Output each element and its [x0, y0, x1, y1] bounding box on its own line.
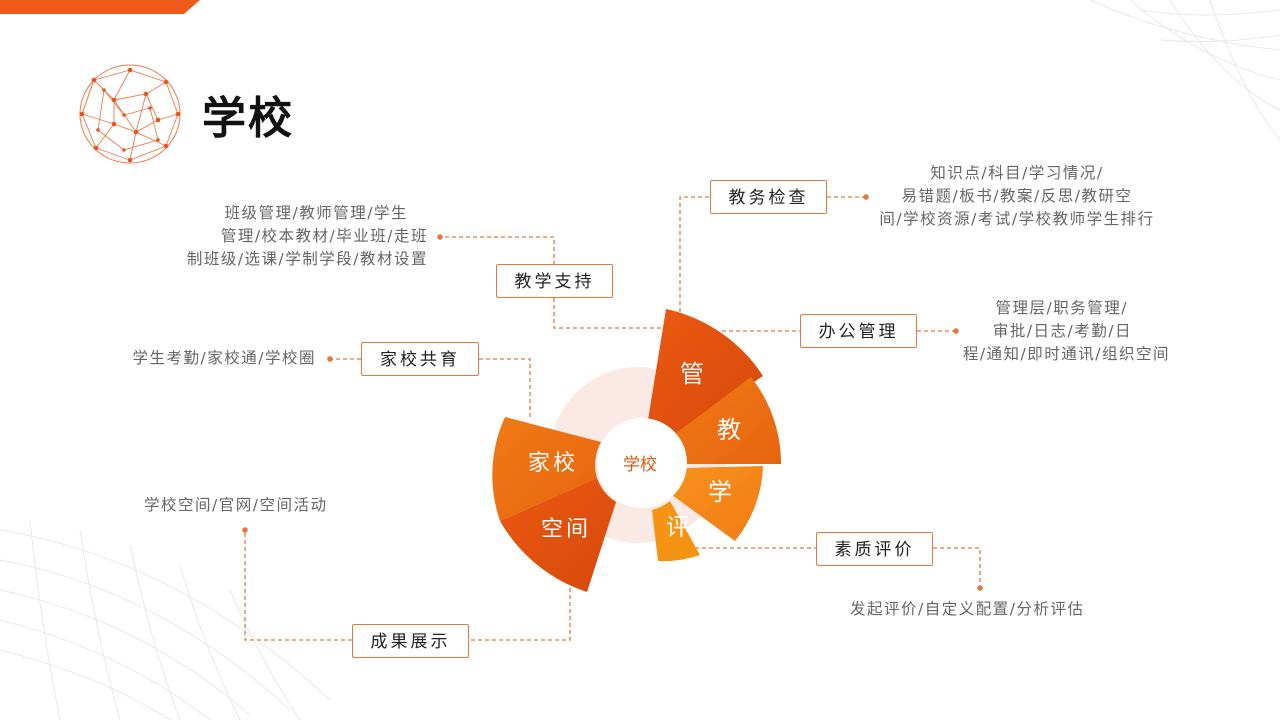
node-jiaoxue-zhichi[interactable]: 教学支持 [496, 264, 613, 298]
desc-jiaoxue-line: 班级管理/教师管理/学生 [224, 204, 408, 222]
node-jiaxiao-gongyu[interactable]: 家校共育 [361, 342, 479, 376]
page-title: 学校 [202, 93, 294, 144]
desc-jiaoxue-line: 制班级/选课/学制学段/教材设置 [186, 250, 428, 268]
petal-label-jiao: 教 [717, 416, 741, 444]
petal-kongjian[interactable] [500, 478, 616, 592]
petal-xue[interactable] [672, 466, 763, 541]
desc-jiaowu-line: 知识点/科目/学习情况/ [930, 164, 1104, 182]
desc-suzhi: 发起评价/自定义配置/分析评估 [850, 598, 1130, 621]
wheel-center [597, 418, 687, 508]
desc-jiaxiao-line: 学生考勤/家校通/学校圈 [132, 349, 316, 367]
desc-jiaxiao: 学生考勤/家校通/学校圈 [100, 347, 316, 370]
petal-ping[interactable] [652, 501, 700, 562]
network-globe-icon [79, 64, 181, 164]
node-bangong-guanli[interactable]: 办公管理 [800, 314, 917, 348]
desc-bangong-line: 程/通知/即时通讯/组织空间 [962, 345, 1170, 363]
desc-bangong-line: 审批/日志/考勤/日 [992, 322, 1132, 340]
desc-jiaoxue-line: 管理/校本教材/毕业班/走班 [220, 227, 428, 245]
desc-bangong-line: 管理层/职务管理/ [995, 299, 1128, 317]
petal-label-jiaxiao: 家校 [528, 451, 578, 476]
desc-bangong: 管理层/职务管理/ 审批/日志/考勤/日 程/通知/即时通讯/组织空间 [930, 297, 1170, 366]
desc-chengguo: 学校空间/官网/空间活动 [144, 494, 384, 517]
petal-label-ping: 评 [666, 513, 690, 541]
node-suzhi-pingjia[interactable]: 素质评价 [816, 532, 933, 566]
petal-label-guan: 管 [680, 360, 704, 388]
petal-guan[interactable] [648, 309, 763, 436]
node-jiaowu-jiancha[interactable]: 教务检查 [710, 180, 827, 214]
desc-jiaoxue: 班级管理/教师管理/学生 管理/校本教材/毕业班/走班 制班级/选课/学制学段/… [150, 202, 428, 271]
desc-suzhi-line: 发起评价/自定义配置/分析评估 [850, 600, 1085, 618]
desc-chengguo-line: 学校空间/官网/空间活动 [144, 496, 328, 514]
node-chengguo-zhanshi[interactable]: 成果展示 [352, 624, 469, 658]
center-label: 学校 [623, 455, 657, 475]
petal-label-xue: 学 [708, 478, 732, 506]
petal-label-kongjian: 空间 [541, 517, 591, 542]
top-accent-bar [0, 0, 200, 14]
desc-jiaowu-line: 易错题/板书/教案/反思/教研空 [901, 187, 1133, 205]
petal-jiao[interactable] [675, 377, 782, 464]
desc-jiaowu: 知识点/科目/学习情况/ 易错题/板书/教案/反思/教研空 间/学校资源/考试/… [858, 162, 1176, 231]
desc-jiaowu-line: 间/学校资源/考试/学校教师学生排行 [879, 210, 1155, 228]
petal-jiaxiao[interactable] [492, 417, 601, 521]
